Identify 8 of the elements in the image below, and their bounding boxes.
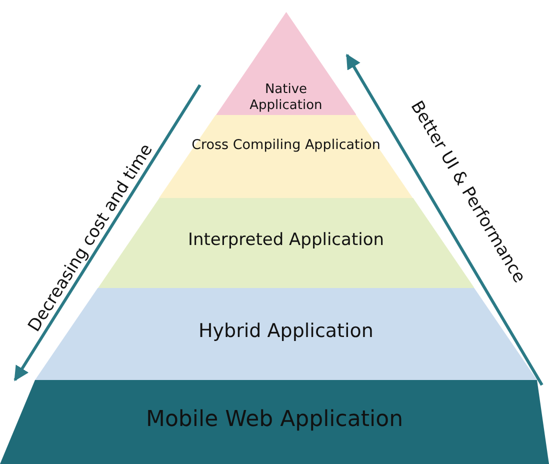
tier-label: Cross Compiling Application: [190, 137, 382, 154]
pyramid-base: [0, 380, 549, 464]
pyramid-tier: [216, 12, 356, 115]
tier-label: Hybrid Application: [198, 320, 374, 344]
tier-label: Mobile Web Application: [144, 406, 404, 434]
tier-label: Interpreted Application: [186, 230, 386, 252]
tier-label: Native Application: [248, 82, 324, 114]
pyramid-tier: [159, 115, 413, 198]
